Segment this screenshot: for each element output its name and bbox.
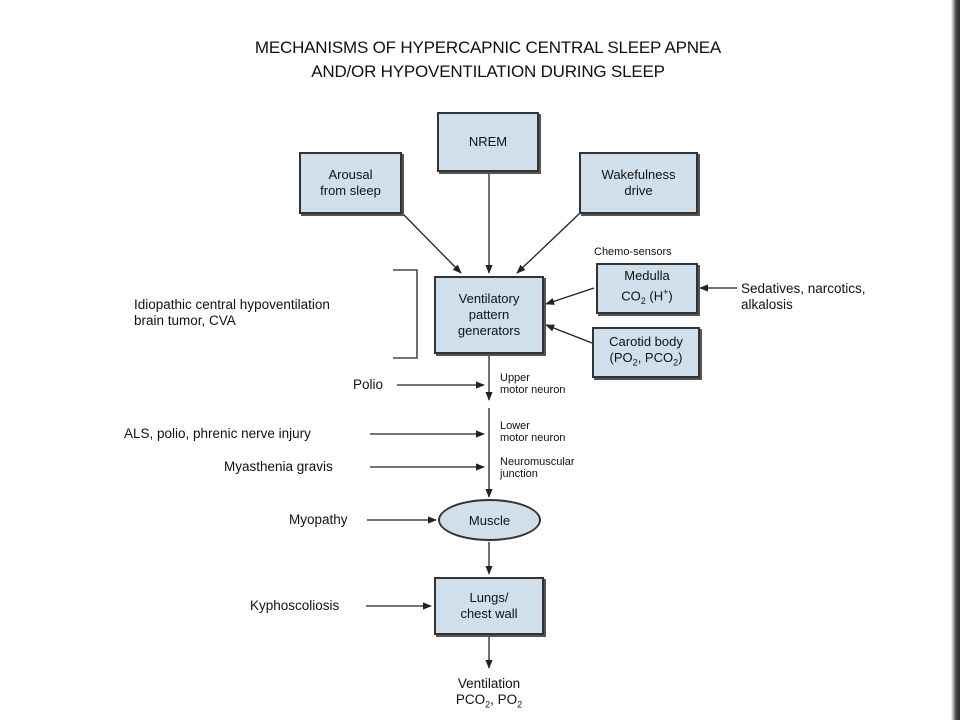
nrem-label: NREM xyxy=(468,134,508,149)
chemosensors-label: Chemo-sensors xyxy=(594,246,672,258)
diagram-title: MECHANISMS OF HYPERCAPNIC CENTRAL SLEEP … xyxy=(0,36,960,84)
ventilatory-generators-box: Ventilatory pattern generators xyxy=(434,276,544,354)
arousal-label-line-2: from sleep xyxy=(320,183,381,198)
muscle-ellipse: Muscle xyxy=(438,499,541,541)
ventilation-line-2: PCO2, PO2 xyxy=(455,692,523,710)
als-label: ALS, polio, phrenic nerve injury xyxy=(124,426,311,441)
title-line-1: MECHANISMS OF HYPERCAPNIC CENTRAL SLEEP … xyxy=(254,38,722,57)
lungs-label-line-2: chest wall xyxy=(460,606,518,621)
arousal-box: Arousal from sleep xyxy=(299,152,402,214)
right-edge-shadow xyxy=(951,0,960,720)
generators-label-line-2: pattern xyxy=(468,307,510,322)
wakefulness-label-line-1: Wakefulness xyxy=(601,167,676,182)
idiopathic-label: Idiopathic central hypoventilation brain… xyxy=(134,297,330,328)
arrow-arousal-to-generators xyxy=(401,212,462,274)
carotid-label-line-1: Carotid body xyxy=(609,334,683,350)
carotid-body-box: Carotid body (PO2, PCO2) xyxy=(592,327,700,378)
wakefulness-box: Wakefulness drive xyxy=(579,152,698,214)
polio-label: Polio xyxy=(353,377,384,392)
kyphoscoliosis-label: Kyphoscoliosis xyxy=(250,598,340,613)
arrow-carotid-to-generators xyxy=(545,324,593,344)
generators-label-line-3: generators xyxy=(457,323,521,338)
ventilation-output-label: Ventilation PCO2, PO2 xyxy=(430,676,548,713)
muscle-label: Muscle xyxy=(468,512,511,528)
medulla-label-line-1: Medulla xyxy=(624,268,670,284)
ventilation-line-1: Ventilation xyxy=(457,676,521,691)
sedatives-label: Sedatives, narcotics, alkalosis xyxy=(741,281,866,312)
wakefulness-label-line-2: drive xyxy=(624,183,653,198)
arousal-label-line-1: Arousal xyxy=(328,167,373,182)
myasthenia-label: Myasthenia gravis xyxy=(224,459,333,474)
medulla-label-line-2: CO2 (H+) xyxy=(621,287,673,306)
lungs-label-line-1: Lungs/ xyxy=(469,590,509,605)
bracket-idiopathic xyxy=(393,269,418,359)
upper-motor-neuron-label: Upper motor neuron xyxy=(500,372,566,396)
carotid-label-line-2: (PO2, PCO2) xyxy=(609,350,683,368)
generators-label-line-1: Ventilatory xyxy=(458,291,520,306)
neuromuscular-junction-label: Neuromuscular junction xyxy=(500,456,575,480)
title-line-2: AND/OR HYPOVENTILATION DURING SLEEP xyxy=(311,62,665,81)
lower-motor-neuron-label: Lower motor neuron xyxy=(500,420,566,444)
medulla-box: Medulla CO2 (H+) xyxy=(596,263,698,314)
lungs-chest-wall-box: Lungs/ chest wall xyxy=(434,577,544,635)
myopathy-label: Myopathy xyxy=(289,512,348,527)
nrem-box: NREM xyxy=(437,112,539,172)
arrow-medulla-to-generators xyxy=(545,287,595,305)
arrow-wakefulness-to-generators xyxy=(516,212,581,274)
